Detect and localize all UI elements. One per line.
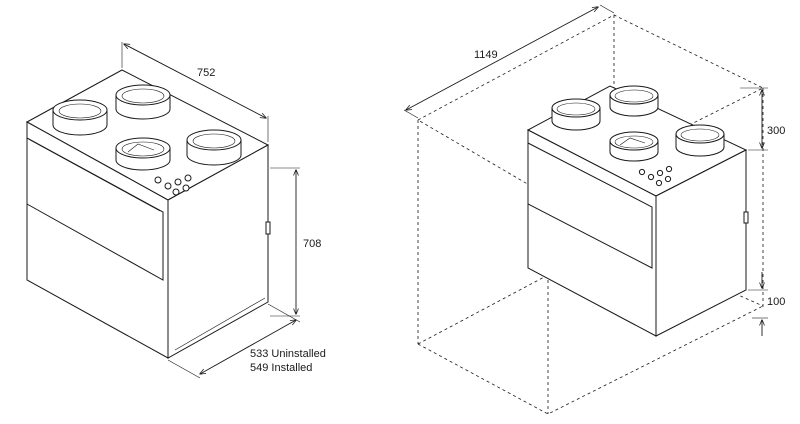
- height-708-label: 708: [303, 238, 321, 250]
- left-duct-collar-4: [186, 129, 242, 166]
- left-duct-collar-2: [115, 84, 171, 120]
- right-duct-collar-3: [609, 131, 659, 162]
- left-ventilation-unit: 752 708 533 Uninstalled 549 Installed: [25, 42, 326, 379]
- right-ventilation-unit-with-clearance: 1149 300 100: [403, 4, 785, 415]
- right-unit-side-latch: [743, 211, 749, 224]
- left-unit-side-face: [167, 144, 269, 359]
- clearance-1149-label: 1149: [474, 49, 498, 61]
- width-752-label: 752: [197, 67, 215, 79]
- left-unit-front-panel: [26, 137, 164, 281]
- left-duct-collar-3: [115, 137, 171, 171]
- right-duct-collar-1: [551, 98, 601, 131]
- bottom-clearance-100-label: 100: [767, 296, 785, 308]
- depth-installed-label: 549 Installed: [250, 362, 312, 374]
- clearance-width-dimension: 1149: [403, 4, 615, 119]
- left-depth-dimension: 533 Uninstalled 549 Installed: [167, 303, 326, 379]
- left-unit-side-latch: [265, 221, 271, 235]
- left-width-dimension: 752: [121, 42, 269, 142]
- left-unit-connectors: [154, 174, 192, 196]
- right-unit-connectors: [638, 165, 673, 187]
- left-height-dimension: 708: [270, 167, 321, 317]
- left-duct-collar-1: [52, 99, 108, 136]
- right-unit-front-panel: [527, 142, 653, 269]
- bottom-clearance-dimension: 100: [748, 272, 785, 336]
- top-clearance-300-label: 300: [767, 125, 785, 137]
- top-clearance-dimension: 300: [740, 87, 785, 151]
- right-unit-side-face: [655, 149, 747, 337]
- depth-uninstalled-label: 533 Uninstalled: [250, 348, 326, 360]
- right-duct-collar-2: [609, 85, 659, 117]
- right-duct-collar-4: [675, 124, 725, 157]
